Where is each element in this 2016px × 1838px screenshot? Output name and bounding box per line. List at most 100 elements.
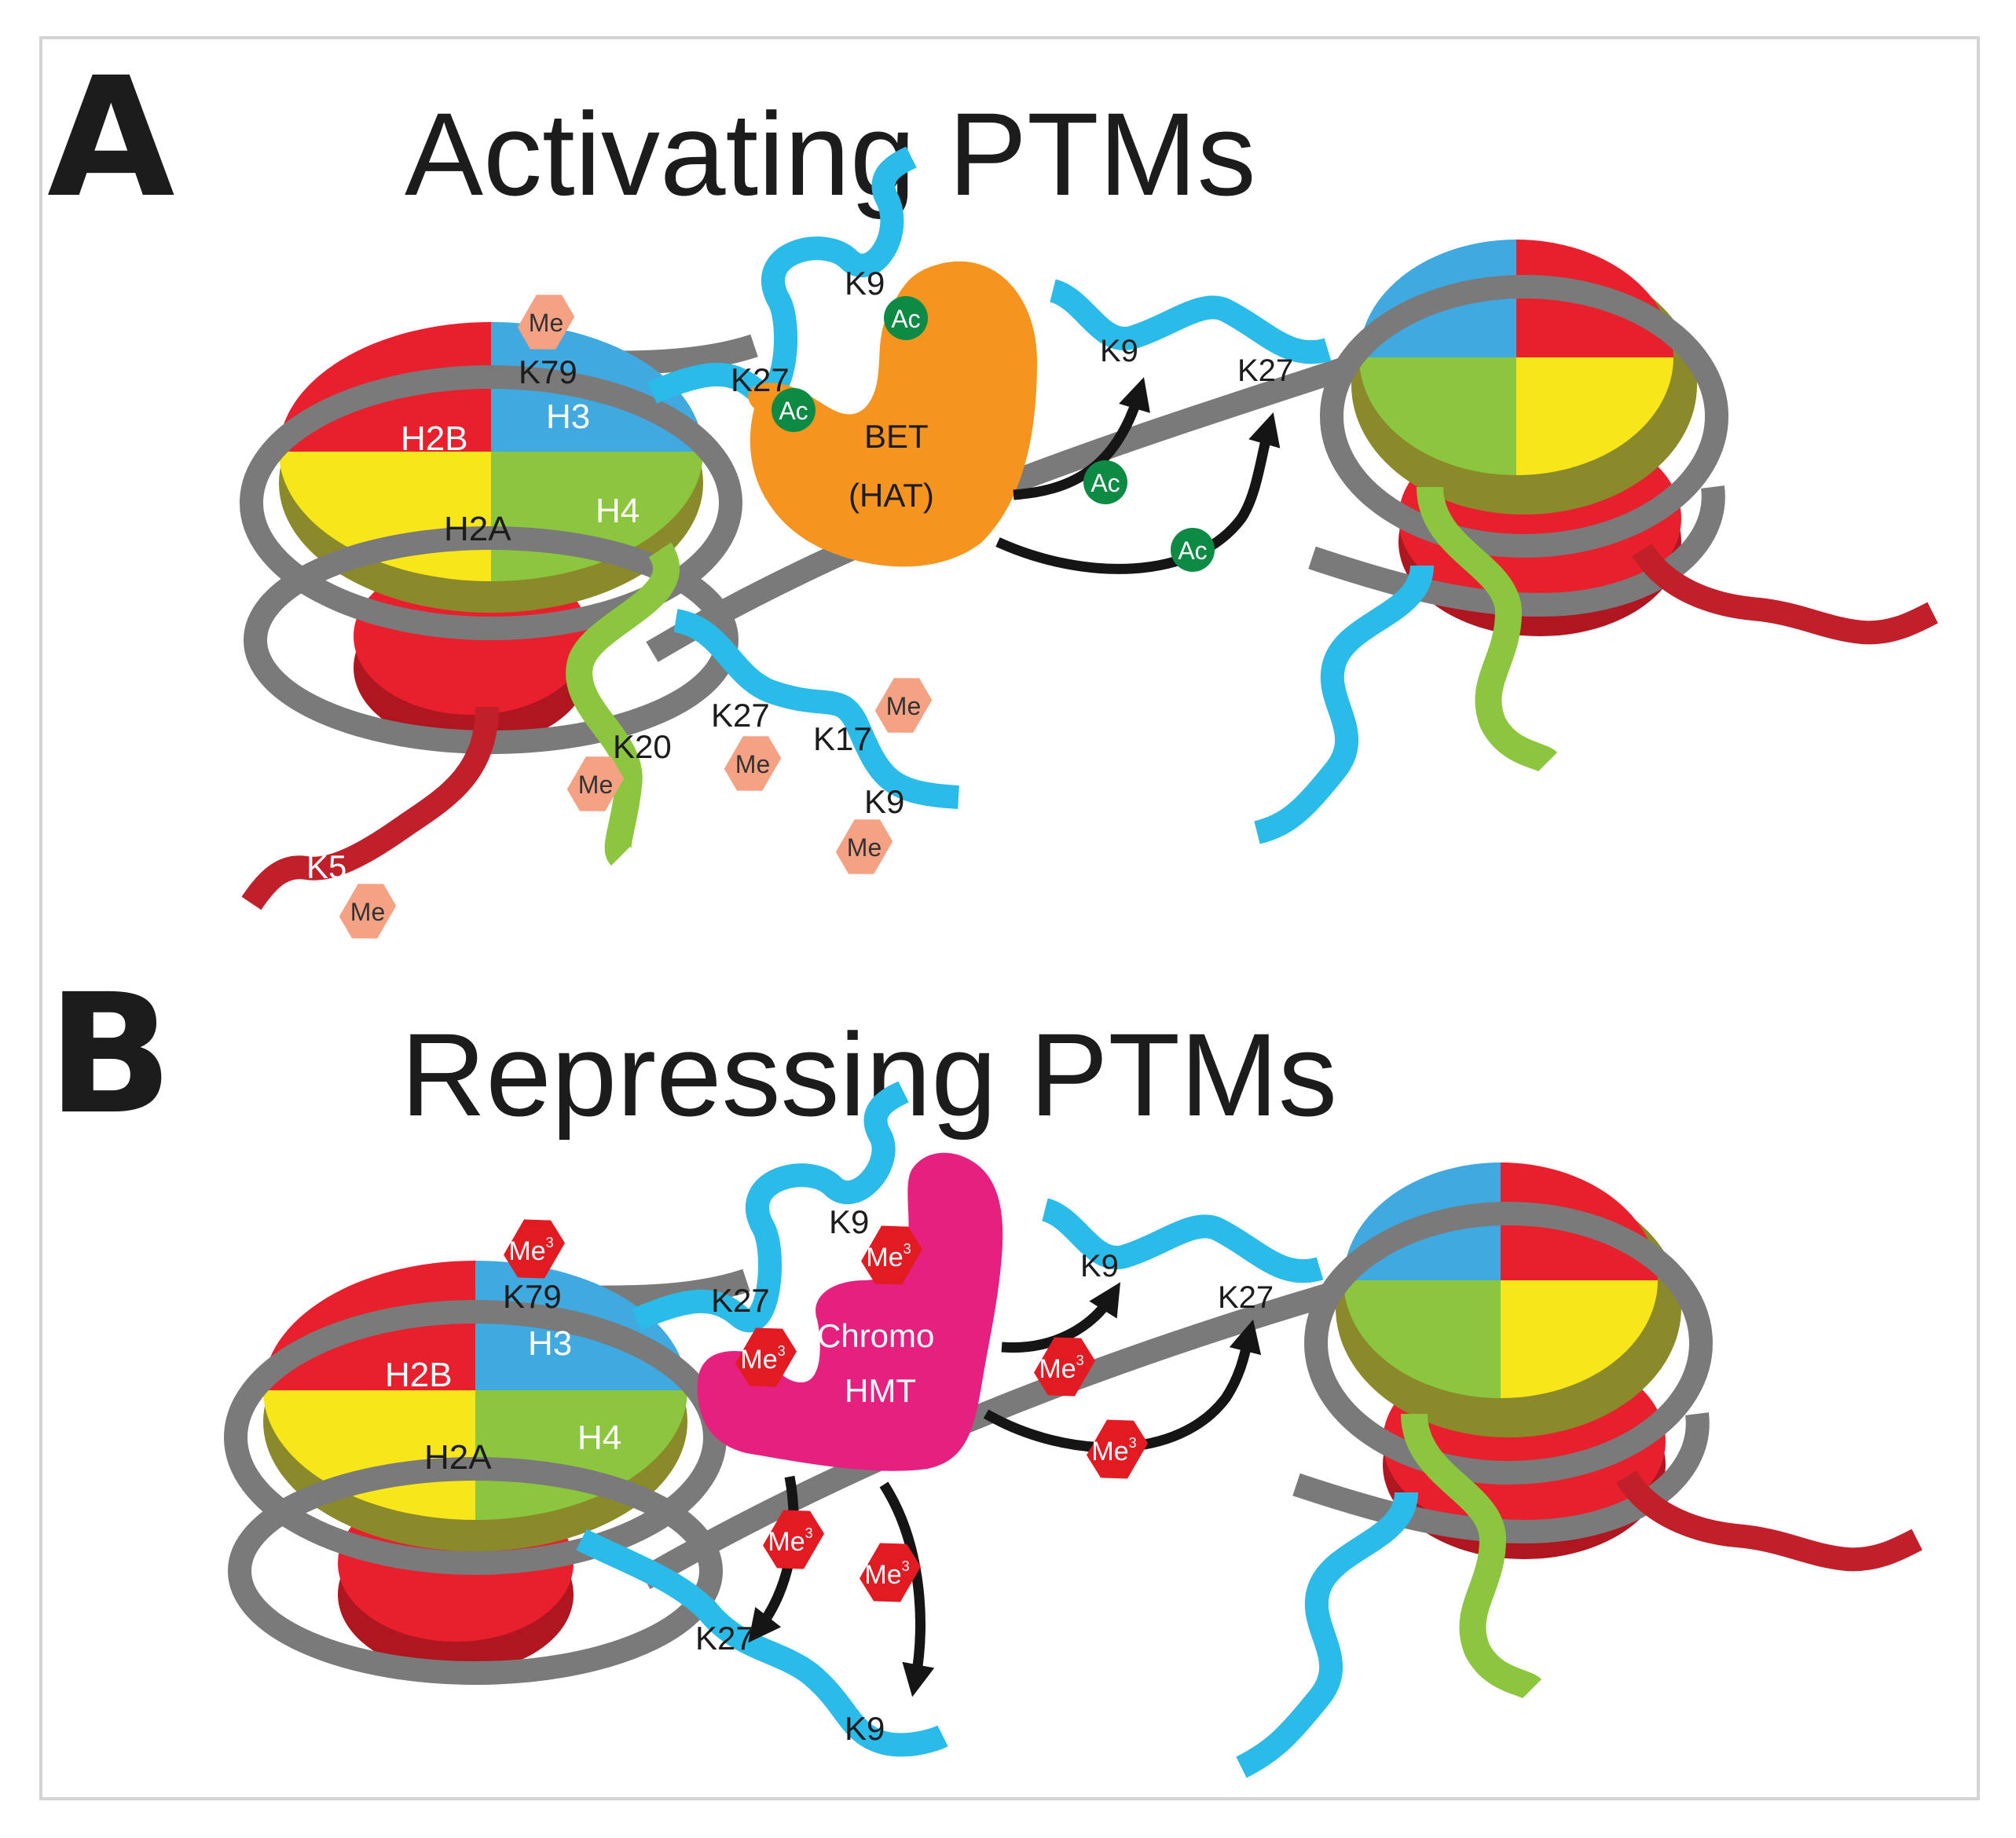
svg-text:Me3: Me3 — [768, 1525, 812, 1557]
svg-text:Me: Me — [529, 309, 563, 337]
right-h3-tail-top — [1049, 279, 1332, 364]
b-site-k27-right: K27 — [1218, 1280, 1274, 1315]
site-k20: K20 — [613, 728, 672, 765]
figure-frame — [39, 36, 1980, 1800]
me3-mark-arrow-k9-right: Me3 — [1034, 1337, 1095, 1397]
b-right-dna-wrap-lower — [1292, 1412, 1710, 1544]
ac-mark-k27-top: Ac — [772, 388, 816, 432]
ac-arrow-k27 — [995, 412, 1281, 574]
nucleosome-left: H2B H3 H2A H4 — [240, 322, 742, 754]
b-right-dna-wrap-upper — [1304, 1202, 1713, 1485]
label-h2a: H2A — [444, 510, 511, 548]
b-h3-tail-top — [632, 1081, 909, 1333]
b-site-k27-top: K27 — [711, 1282, 770, 1319]
ac-mark-arrow-k27: Ac — [1171, 528, 1215, 572]
panel-a-letter: A — [47, 42, 175, 234]
b-site-k9-low: K9 — [845, 1710, 885, 1747]
svg-text:Me3: Me3 — [1039, 1353, 1083, 1384]
svg-text:Ac: Ac — [891, 305, 920, 333]
b-right-histone-h4 — [1343, 1280, 1501, 1398]
b-site-k9-top: K9 — [829, 1203, 869, 1240]
bet-label: BET — [864, 418, 929, 455]
svg-text:Ac: Ac — [1178, 536, 1207, 565]
h2b-tail — [241, 706, 499, 910]
b-right-h3-tail-top — [1041, 1198, 1324, 1283]
svg-text:Me: Me — [847, 833, 882, 862]
b-dna-wrap-lower — [228, 1457, 723, 1685]
svg-text:Ac: Ac — [1090, 469, 1120, 497]
h3-tail-bottom — [673, 609, 959, 809]
svg-text:Ac: Ac — [779, 397, 808, 425]
me3-mark-arrow-k27-right: Me3 — [1087, 1419, 1148, 1479]
me3-arrow-k27-right — [983, 1319, 1262, 1453]
b-right-h3-tail-bottom — [1236, 1491, 1418, 1778]
ac-mark-arrow-k9: Ac — [1083, 460, 1127, 504]
right-histone-h2a — [1516, 357, 1673, 475]
me-mark-k17: Me — [874, 678, 933, 733]
b-site-k79: K79 — [503, 1278, 562, 1315]
me-mark-k27: Me — [724, 736, 782, 791]
b-nucleosome-left: H2B H3 H2A H4 — [224, 1261, 727, 1685]
hmt-label: HMT — [845, 1372, 916, 1409]
ac-mark-k9-top: Ac — [884, 296, 928, 340]
label-h3: H3 — [546, 397, 590, 436]
me-mark-k79: Me — [517, 295, 575, 350]
me-mark-k9: Me — [835, 819, 893, 874]
me3-arrow-k9-low — [879, 1481, 935, 1697]
hat-label: (HAT) — [849, 477, 934, 514]
site-k27-top: K27 — [731, 361, 790, 398]
right-h2b-tail — [1632, 543, 1938, 645]
svg-text:Me3: Me3 — [508, 1235, 553, 1266]
b-dna-wrap-upper — [224, 1300, 727, 1575]
me3-mark-arrow-k9-low: Me3 — [860, 1543, 921, 1602]
h3-tail-top — [647, 146, 917, 406]
bet-hat-enzyme — [748, 261, 1037, 567]
svg-text:Me: Me — [886, 692, 921, 720]
right-h3-tail-bottom — [1254, 564, 1434, 844]
b-histone-h2a — [263, 1390, 475, 1520]
chromo-hmt-enzyme — [697, 1152, 1003, 1471]
svg-text:Me3: Me3 — [864, 1558, 909, 1590]
label-h4: H4 — [596, 492, 640, 530]
b-site-k9-right: K9 — [1080, 1249, 1119, 1283]
me3-mark-arrow-k27-low: Me3 — [763, 1510, 824, 1569]
right-dna-wrap-upper — [1320, 275, 1728, 558]
svg-text:Me: Me — [578, 771, 613, 799]
b-label-h4: H4 — [577, 1419, 621, 1457]
b-right-h2b-tail — [1616, 1470, 1923, 1572]
h4-tail — [566, 542, 680, 866]
b-histone-h4 — [475, 1390, 687, 1520]
b-label-h2a: H2A — [424, 1438, 492, 1477]
me-mark-k5: Me — [339, 884, 397, 939]
me3-mark-k9-top: Me3 — [861, 1225, 922, 1285]
site-k9-low: K9 — [864, 783, 904, 820]
me3-arrow-k9-right — [1001, 1282, 1121, 1353]
svg-text:Me: Me — [735, 750, 770, 778]
b-nucleosome-right — [1292, 1162, 1713, 1559]
site-k9-right: K9 — [1100, 334, 1138, 368]
panel-a-title: Activating PTMs — [405, 88, 1256, 220]
b-h3-tail-bottom — [576, 1529, 948, 1757]
me-mark-k20: Me — [566, 756, 625, 811]
b-right-histone-h2a — [1501, 1280, 1658, 1398]
svg-text:Me3: Me3 — [740, 1343, 785, 1375]
b-site-k27-low: K27 — [695, 1620, 754, 1657]
site-k9-top: K9 — [845, 265, 885, 302]
panel-a: A Activating PTMs H2B H — [47, 42, 1938, 939]
panel-b-letter: B — [47, 958, 173, 1151]
me3-mark-k79: Me3 — [504, 1219, 565, 1279]
site-k27-low: K27 — [711, 697, 770, 734]
label-h2b: H2B — [401, 419, 468, 458]
me3-mark-k27-top: Me3 — [735, 1327, 797, 1387]
dna-wrap-upper — [240, 365, 742, 640]
svg-text:Me3: Me3 — [866, 1241, 911, 1272]
right-dna-wrap-lower — [1308, 485, 1725, 617]
svg-text:Me: Me — [350, 898, 385, 926]
site-k27-right: K27 — [1237, 353, 1293, 388]
right-h4-tail — [1417, 485, 1557, 773]
site-k5: K5 — [306, 848, 346, 885]
b-right-h4-tail — [1401, 1412, 1541, 1700]
b-label-h3: H3 — [528, 1324, 572, 1363]
